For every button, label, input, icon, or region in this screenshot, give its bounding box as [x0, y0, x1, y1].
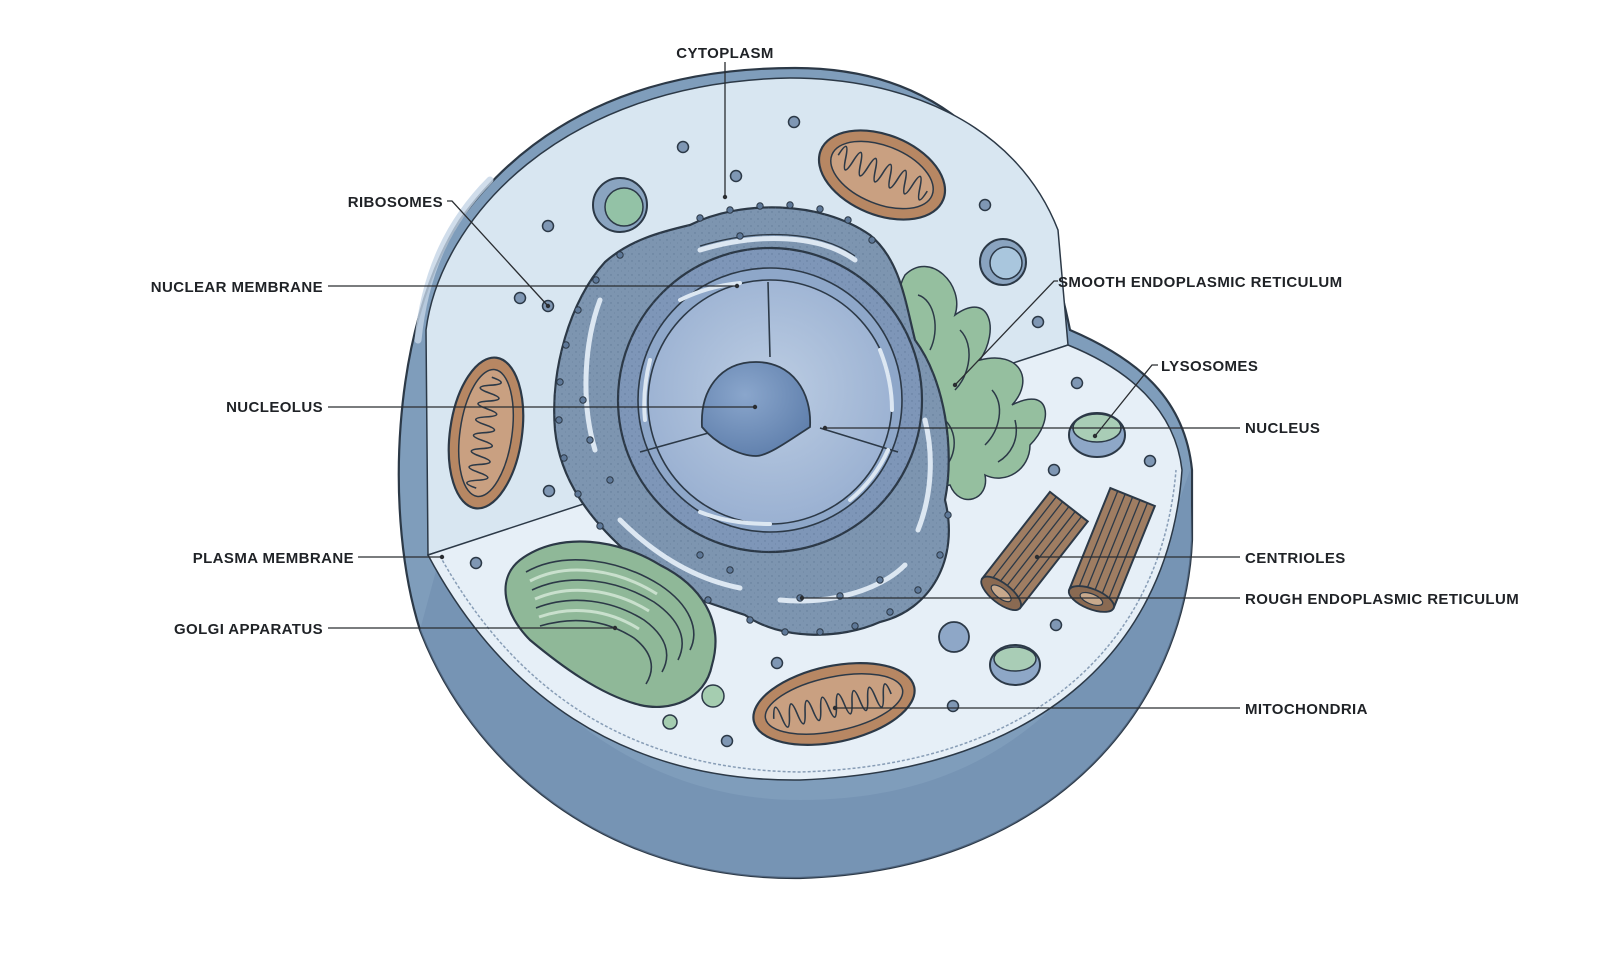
cytoplasm-granules — [469, 115, 1157, 748]
label-nucleolus: NUCLEOLUS — [226, 399, 323, 416]
leader-smooth-er — [954, 280, 1058, 386]
label-nuclear-membrane: NUCLEAR MEMBRANE — [151, 279, 323, 296]
golgi-apparatus — [504, 540, 717, 709]
cell-highlight — [414, 176, 494, 344]
label-nucleus: NUCLEUS — [1245, 420, 1320, 437]
vesicles — [592, 177, 1027, 730]
label-smooth-er: SMOOTH ENDOPLASMIC RETICULUM — [1058, 274, 1343, 291]
leader-ribosomes — [447, 200, 549, 307]
plasma-membrane-inner — [439, 469, 1177, 773]
label-lysosomes: LYSOSOMES — [1161, 358, 1258, 375]
nucleolus-shape — [701, 361, 811, 457]
mitochondrion-bottom — [752, 662, 916, 746]
centriole-left — [980, 490, 1090, 611]
label-cytoplasm: CYTOPLASM — [676, 45, 774, 62]
label-golgi-apparatus: GOLGI APPARATUS — [174, 621, 323, 638]
label-ribosomes: RIBOSOMES — [348, 194, 443, 211]
label-plasma-membrane: PLASMA MEMBRANE — [193, 550, 354, 567]
lysosome-group — [989, 412, 1126, 686]
leader-lines — [328, 62, 1240, 711]
mitochondrion-left — [447, 356, 525, 510]
label-mitochondria: MITOCHONDRIA — [1245, 701, 1368, 718]
label-centrioles: CENTRIOLES — [1245, 550, 1346, 567]
mitochondrion-top — [817, 129, 947, 221]
labels: CYTOPLASM RIBOSOMES NUCLEAR MEMBRANE NUC… — [151, 45, 1519, 718]
nucleus — [616, 246, 924, 554]
label-rough-er: ROUGH ENDOPLASMIC RETICULUM — [1245, 591, 1519, 608]
cell-lower-rim — [420, 470, 1192, 879]
leader-lysosomes — [1094, 364, 1158, 437]
